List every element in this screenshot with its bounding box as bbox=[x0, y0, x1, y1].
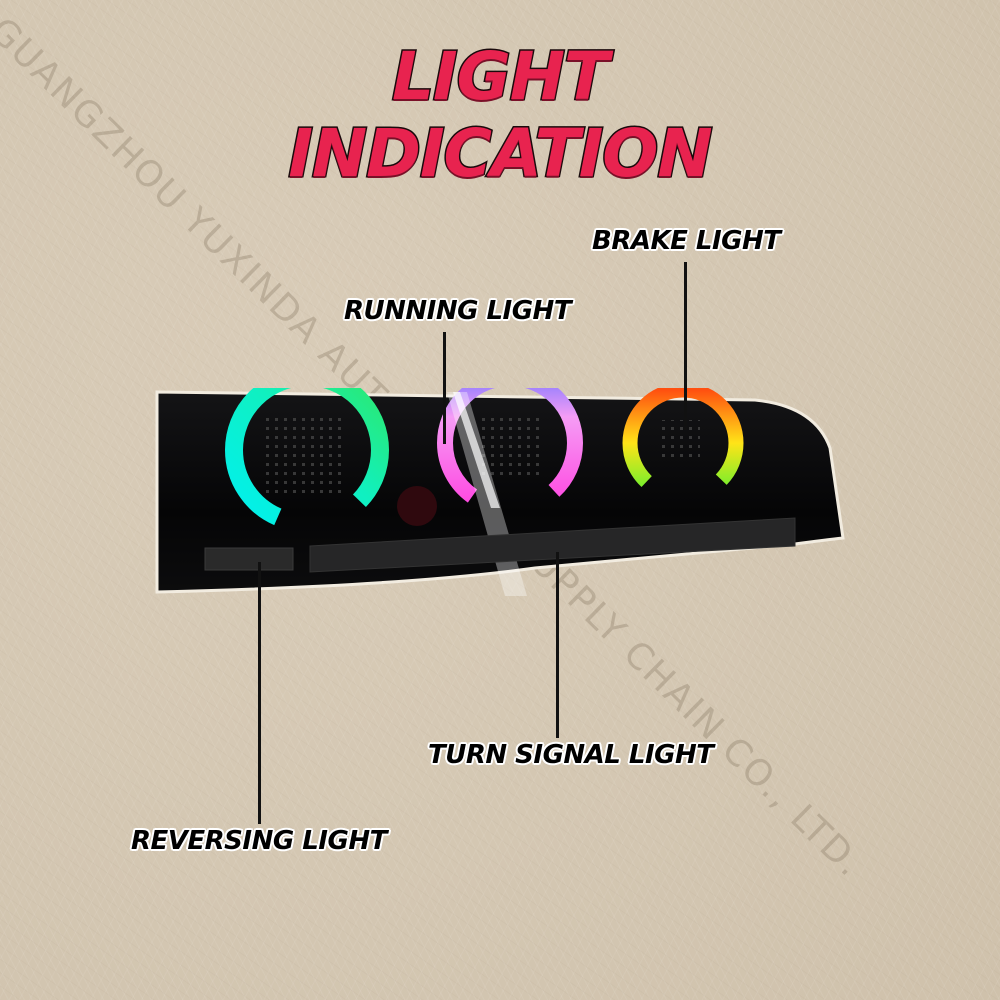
taillight-illustration bbox=[155, 388, 845, 596]
running-light-label: RUNNING LIGHT bbox=[344, 296, 572, 326]
running-leader-line bbox=[443, 332, 446, 444]
page-title: LIGHT INDICATION bbox=[287, 37, 714, 194]
reversing-light-label: REVERSING LIGHT bbox=[131, 826, 387, 856]
brake-leader-line bbox=[684, 262, 687, 430]
reversing-leader-line bbox=[258, 562, 261, 824]
taillight-image bbox=[155, 388, 845, 596]
brake-light-label: BRAKE LIGHT bbox=[592, 226, 781, 256]
turn-signal-light-label: TURN SIGNAL LIGHT bbox=[428, 740, 714, 770]
turn-signal-leader-line bbox=[556, 552, 559, 738]
